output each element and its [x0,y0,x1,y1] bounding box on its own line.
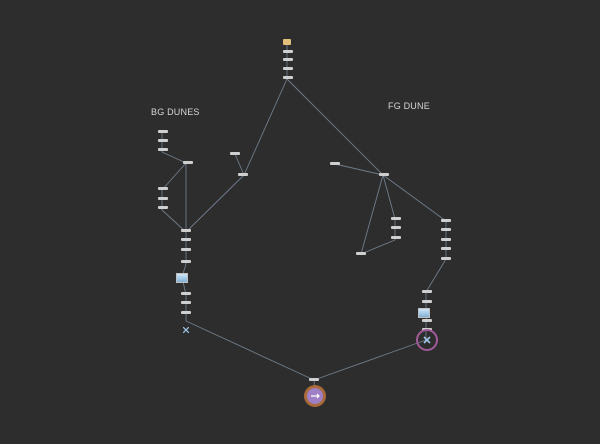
folder-icon[interactable] [283,39,291,45]
left-side-node-2[interactable] [238,173,248,176]
fg-node-7[interactable] [441,219,451,222]
wire [185,320,315,381]
bg-node-3[interactable] [158,148,168,151]
fg-node-11[interactable] [441,257,451,260]
bg-node-4[interactable] [183,161,193,164]
bg-node-2[interactable] [158,139,168,142]
bg-node-12[interactable] [181,292,191,295]
fg-node-6[interactable] [356,252,366,255]
bg-node-9[interactable] [181,238,191,241]
note-bg-dunes: BG DUNES [151,107,200,117]
fg-node-3[interactable] [391,217,401,220]
bg-node-8[interactable] [181,229,191,232]
merge-icon[interactable] [416,329,438,351]
top-node-4[interactable] [283,76,293,79]
wire [360,174,384,255]
wire [313,339,427,381]
fg-node-14[interactable] [422,319,432,322]
fg-node-2[interactable] [379,173,389,176]
top-node-1[interactable] [283,50,293,53]
output-input-node[interactable] [309,378,319,381]
fg-node-13[interactable] [422,300,432,303]
wire [382,174,396,220]
fg-node-10[interactable] [441,247,451,250]
bg-node-7[interactable] [158,206,168,209]
wire [185,174,245,233]
bg-node-6[interactable] [158,197,168,200]
wire [286,78,384,176]
bg-node-1[interactable] [158,130,168,133]
wire [161,209,187,233]
bg-node-11[interactable] [181,260,191,263]
bg-node-10[interactable] [181,248,191,251]
wire [382,174,447,222]
merge-icon[interactable] [182,318,190,334]
fg-node-5[interactable] [391,236,401,239]
fg-node-8[interactable] [441,228,451,231]
wire [161,151,187,164]
terrain-preview-icon[interactable] [418,308,430,318]
top-node-2[interactable] [283,58,293,61]
wire [334,163,384,176]
fg-node-9[interactable] [441,238,451,241]
wire [360,239,396,255]
note-fg-dune: FG DUNE [388,101,430,111]
terrain-preview-icon[interactable] [176,273,188,283]
wire [425,258,447,293]
fg-node-12[interactable] [422,290,432,293]
fg-node-4[interactable] [391,226,401,229]
top-node-3[interactable] [283,67,293,70]
bg-node-13[interactable] [181,301,191,304]
bg-node-14[interactable] [181,311,191,314]
left-side-node-1[interactable] [230,152,240,155]
bg-node-5[interactable] [158,187,168,190]
output-icon[interactable] [304,385,326,407]
wire [161,162,187,191]
fg-node-1[interactable] [330,162,340,165]
wire [243,78,288,176]
wire [234,153,245,176]
